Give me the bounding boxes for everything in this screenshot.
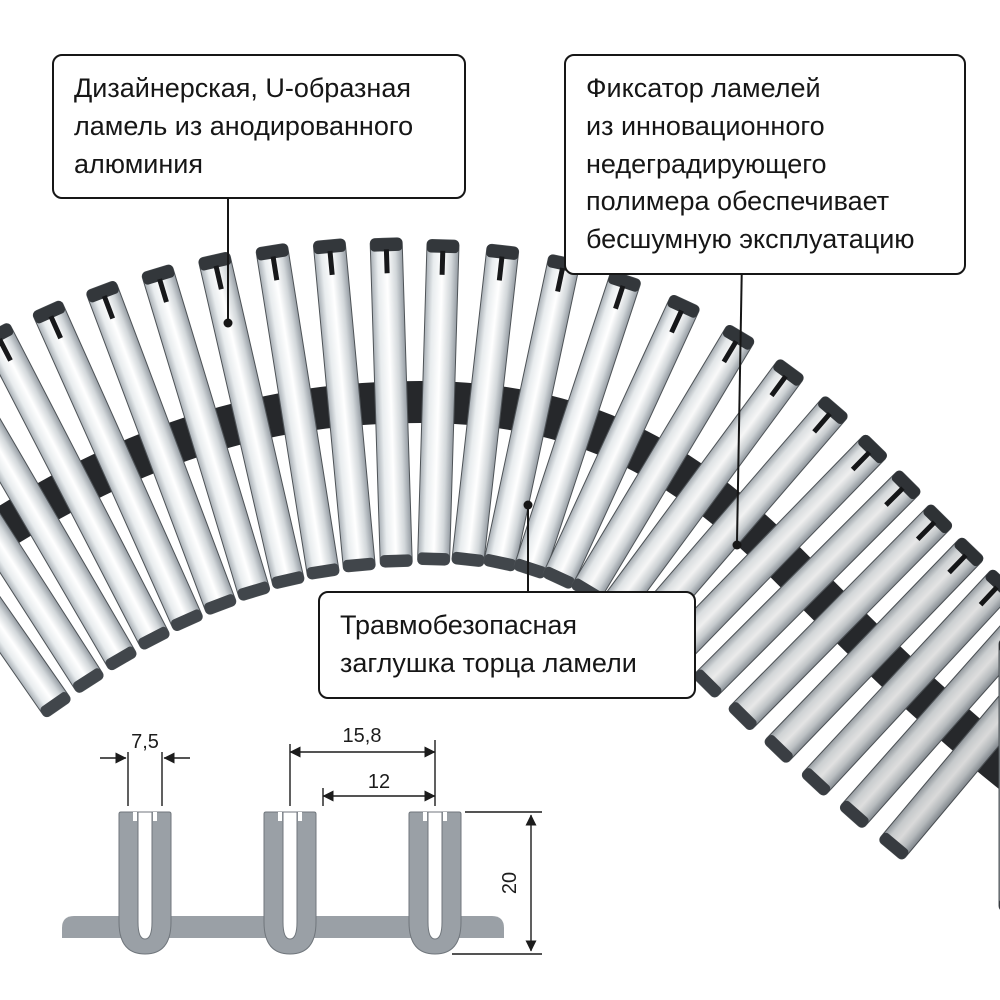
dimension-label-inner-gap: 12 [368,771,390,793]
leader-dot-lamella [223,318,233,328]
u-profile-1 [118,811,172,955]
lamella [728,504,953,730]
u-profile-3 [408,811,462,955]
lamella [417,239,460,566]
lamella [32,300,203,632]
dimension-label-profile-height: 20 [499,872,521,894]
leader-dot-endcap [523,500,533,510]
dimension-label-slot-width: 7,5 [131,731,159,753]
lamella [451,243,520,567]
dimension-label-pitch: 15,8 [343,725,382,747]
lamella [198,251,305,589]
lamella [0,374,104,693]
lamella [0,348,137,671]
lamella [255,243,340,580]
leader-dot-fixator [732,540,742,550]
u-profile-2 [263,811,317,955]
callout-lamella-material: Дизайнерская, U-образная ламель из аноди… [52,54,466,200]
leader-fixator [736,257,743,543]
lamella [312,238,376,573]
dimension-profile-height [452,811,542,955]
lamella [0,402,71,718]
lamella [764,537,984,763]
lamella [801,569,1000,796]
callout-fixator: Фиксатор ламелей из инновационного недег… [564,54,966,275]
lamella [600,359,804,620]
technical-drawing: 7,5 15,8 12 20 [62,725,542,955]
lamella [542,295,700,589]
callout-end-cap: Травмобезопасная заглушка торца ламели [318,591,696,699]
lamella [693,470,921,698]
leader-dots [223,318,742,550]
lamella [879,630,1000,860]
lamella [0,323,170,650]
lamellas-group [0,237,1000,910]
lamella [369,237,413,568]
leader-lines [227,185,743,600]
grille-band [0,237,1000,910]
lamella [141,264,271,601]
lamella [86,281,237,615]
dimension-slot-width [100,752,190,806]
dimension-inner-gap [322,788,436,806]
lamella [839,600,1000,828]
